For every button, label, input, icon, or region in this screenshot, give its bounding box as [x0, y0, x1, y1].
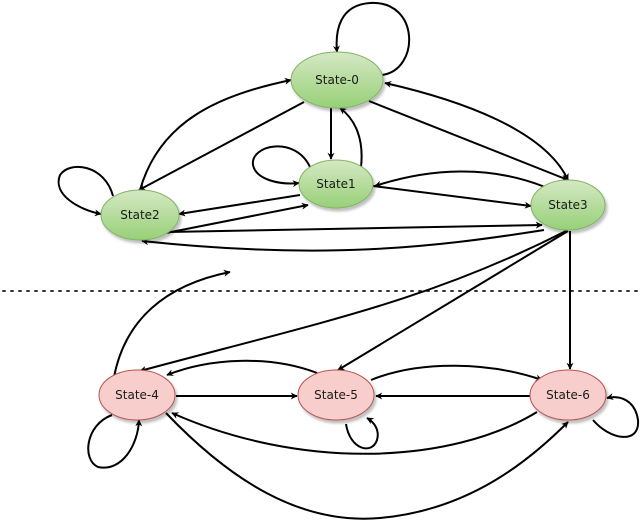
edge-s6-self-loop[interactable] — [592, 393, 640, 438]
node-state-5-shape — [297, 369, 375, 421]
node-state-0[interactable]: State-0 — [290, 51, 384, 109]
edge-s3-to-s4[interactable] — [139, 230, 567, 373]
edge-s4-self-loop[interactable] — [87, 414, 143, 469]
edge-s0-to-s3[interactable] — [368, 100, 569, 181]
node-state1[interactable]: State1 — [298, 159, 374, 209]
node-state-5-label: State-5 — [314, 388, 358, 402]
node-state-4-shape — [98, 369, 176, 421]
node-state-4-label: State-4 — [115, 388, 159, 402]
edge-s4-to-s6[interactable] — [165, 412, 569, 520]
edge-s3-to-s5[interactable] — [337, 230, 569, 371]
edge-s3-to-s0[interactable] — [384, 80, 569, 181]
node-state3-shape — [530, 179, 606, 231]
edge-s5-self-loop[interactable] — [345, 417, 379, 450]
node-state2-shape — [100, 189, 180, 241]
edge-s2-to-s0[interactable] — [139, 77, 292, 191]
edge-s2-to-s1[interactable] — [165, 202, 309, 234]
edge-s5-to-s4[interactable] — [166, 359, 318, 376]
node-state-0-label: State-0 — [315, 73, 359, 87]
edge-s2-to-s3[interactable] — [167, 221, 543, 233]
edge-s1-self-loop[interactable] — [251, 145, 311, 188]
node-state3-label: State3 — [548, 198, 587, 212]
edge-s3-to-s2[interactable] — [141, 229, 545, 252]
node-state-6-label: State-6 — [546, 388, 590, 402]
edge-s0-to-s2[interactable] — [138, 101, 305, 191]
node-state-6[interactable]: State-6 — [529, 369, 607, 421]
node-state-6-shape — [529, 369, 607, 421]
node-state1-label: State1 — [316, 177, 355, 191]
edge-s2-self-loop[interactable] — [57, 165, 114, 217]
edge-s1-to-s2[interactable] — [178, 194, 301, 217]
edge-s3-to-s1[interactable] — [374, 170, 546, 188]
node-state2[interactable]: State2 — [100, 189, 180, 241]
edge-s4-dangling[interactable] — [113, 269, 231, 378]
node-state1-shape — [298, 159, 374, 209]
edges-layer — [57, 1, 640, 520]
edge-s5-to-s6[interactable] — [370, 364, 543, 382]
node-state-4[interactable]: State-4 — [98, 369, 176, 421]
nodes-layer: State-0 State1 State2 State3 State-4 Sta… — [98, 51, 607, 421]
node-state-5[interactable]: State-5 — [297, 369, 375, 421]
edge-s0-self-loop[interactable] — [332, 1, 411, 76]
node-state2-label: State2 — [120, 208, 159, 222]
node-state-0-shape — [290, 51, 384, 109]
edge-s1-to-s0[interactable] — [339, 107, 363, 168]
edge-s6-to-s4[interactable] — [171, 411, 538, 455]
node-state3[interactable]: State3 — [530, 179, 606, 231]
edge-s1-to-s3[interactable] — [372, 185, 532, 209]
